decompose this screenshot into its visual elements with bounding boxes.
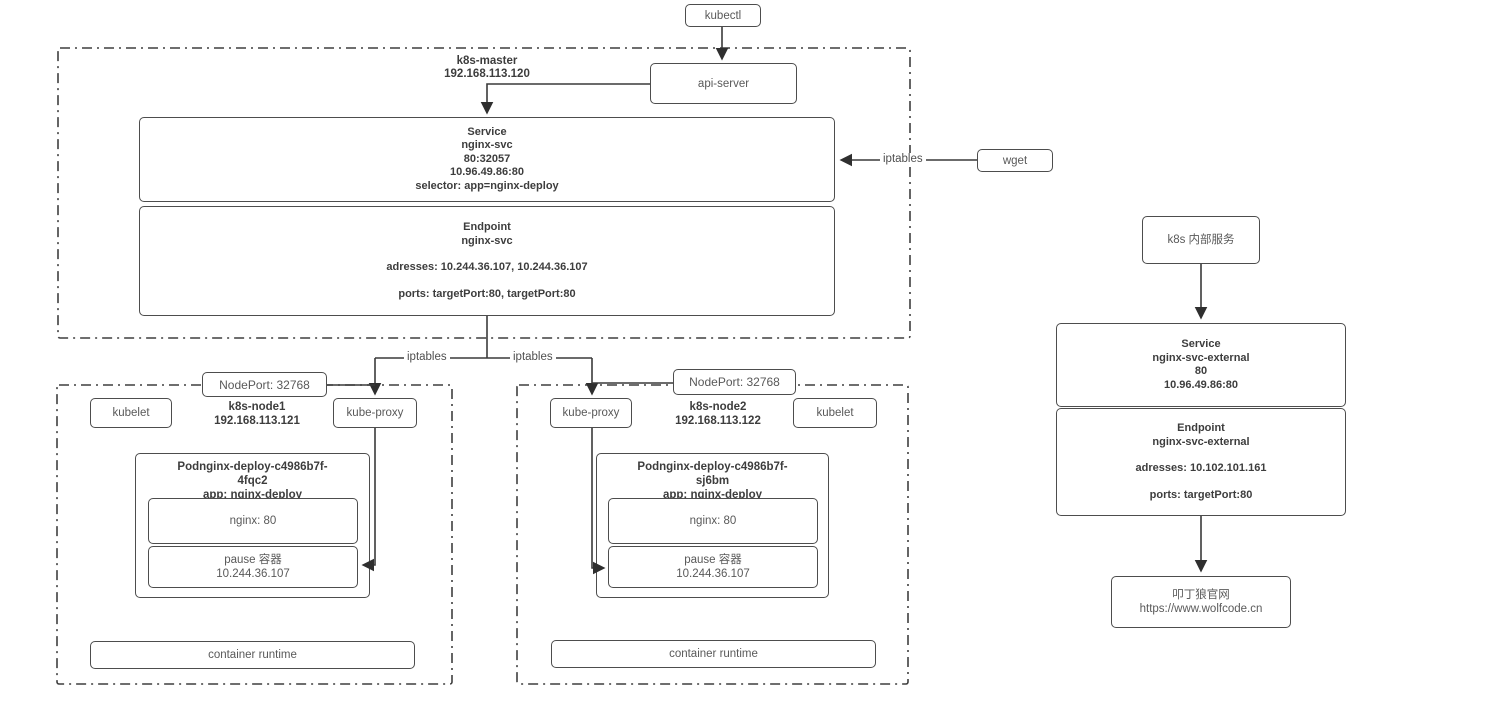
node1-nodeport-box: NodePort: 32768 <box>202 372 327 397</box>
node1-kubelet-box: kubelet <box>90 398 172 428</box>
service-cluster-ip: 10.96.49.86:80 <box>449 166 524 179</box>
k8s-internal-service-label: k8s 内部服务 <box>1167 234 1235 246</box>
wget-label: wget <box>1002 154 1028 167</box>
service-external-cluster-ip: 10.96.49.86:80 <box>1163 378 1238 391</box>
service-port-map: 80:32057 <box>463 152 511 165</box>
node1-container-runtime-box: container runtime <box>90 641 415 669</box>
service-nginx-svc-box: Service nginx-svc 80:32057 10.96.49.86:8… <box>139 117 835 202</box>
endpoint-external-addresses: adresses: 10.102.101.161 <box>1135 462 1267 474</box>
service-selector: selector: app=nginx-deploy <box>415 179 559 192</box>
node1-nginx-label: nginx: 80 <box>229 515 277 527</box>
node2-nginx-label: nginx: 80 <box>689 515 737 527</box>
endpoint-ports: ports: targetPort:80, targetPort:80 <box>398 287 576 300</box>
k8s-node1-group-border <box>56 384 453 685</box>
endpoint-addresses: adresses: 10.244.36.107, 10.244.36.107 <box>386 261 588 273</box>
node2-kube-proxy-box: kube-proxy <box>550 398 632 428</box>
node1-ip: 192.168.113.121 <box>214 415 300 427</box>
node2-container-runtime-label: container runtime <box>669 648 758 660</box>
node1-kube-proxy-box: kube-proxy <box>333 398 417 428</box>
node1-container-runtime-label: container runtime <box>208 649 297 661</box>
node2-nodeport-box: NodePort: 32768 <box>673 369 796 395</box>
node2-nginx-container-box: nginx: 80 <box>608 498 818 544</box>
node1-kube-proxy-label: kube-proxy <box>346 407 404 419</box>
node1-pod-title-line2: 4fqc2 <box>237 475 268 487</box>
service-title: Service <box>467 125 507 138</box>
node2-pod-title-line1: Podnginx-deploy-c4986b7f- <box>637 461 788 473</box>
endpoint-nginx-svc-box: Endpoint nginx-svc adresses: 10.244.36.1… <box>139 206 835 316</box>
node1-nginx-container-box: nginx: 80 <box>148 498 358 544</box>
service-external-box: Service nginx-svc-external 80 10.96.49.8… <box>1056 323 1346 407</box>
kubectl-label: kubectl <box>704 9 742 22</box>
endpoint-name: nginx-svc <box>461 234 513 247</box>
k8s-internal-service-box: k8s 内部服务 <box>1142 216 1260 264</box>
node1-nodeport-label: NodePort: 32768 <box>219 377 310 392</box>
node2-kube-proxy-label: kube-proxy <box>562 407 620 419</box>
node2-container-runtime-box: container runtime <box>551 640 876 668</box>
endpoint-title: Endpoint <box>463 221 511 233</box>
node1-pause-ip: 10.244.36.107 <box>216 568 290 580</box>
api-server-box: api-server <box>650 63 797 104</box>
k8s-master-group-border <box>57 47 911 339</box>
node2-nodeport-label: NodePort: 32768 <box>689 375 780 389</box>
endpoint-external-ports: ports: targetPort:80 <box>1149 488 1253 501</box>
wolfcode-name: 叩丁狼官网 <box>1172 589 1230 601</box>
node2-kubelet-label: kubelet <box>816 407 854 419</box>
k8s-master-name: k8s-master <box>456 55 518 67</box>
node2-title: k8s-node2 192.168.113.122 <box>638 400 798 428</box>
k8s-node2-group-border <box>516 384 909 685</box>
service-external-name: nginx-svc-external <box>1152 351 1250 364</box>
kubectl-box: kubectl <box>685 4 761 27</box>
node2-name: k8s-node2 <box>689 401 747 413</box>
node1-name: k8s-node1 <box>228 401 286 413</box>
endpoint-external-name: nginx-svc-external <box>1152 435 1250 448</box>
node1-title: k8s-node1 192.168.113.121 <box>177 400 337 428</box>
service-external-title: Service <box>1181 338 1221 350</box>
service-external-port: 80 <box>1194 365 1208 377</box>
k8s-master-ip: 192.168.113.120 <box>444 68 530 80</box>
node2-ip: 192.168.113.122 <box>675 415 761 427</box>
wolfcode-website-box: 叩丁狼官网 https://www.wolfcode.cn <box>1111 576 1291 628</box>
endpoint-external-box: Endpoint nginx-svc-external adresses: 10… <box>1056 408 1346 516</box>
node1-pause-name: pause 容器 <box>224 554 282 566</box>
node2-pod-title-line2: sj6bm <box>695 475 730 487</box>
node1-pod-title-line1: Podnginx-deploy-c4986b7f- <box>177 461 328 473</box>
k8s-master-title: k8s-master 192.168.113.120 <box>407 55 567 81</box>
wolfcode-url: https://www.wolfcode.cn <box>1139 603 1263 615</box>
node1-kubelet-label: kubelet <box>112 407 150 419</box>
endpoint-external-title: Endpoint <box>1177 422 1225 434</box>
node2-pause-ip: 10.244.36.107 <box>676 568 750 580</box>
node1-pause-container-box: pause 容器 10.244.36.107 <box>148 546 358 588</box>
wget-box: wget <box>977 149 1053 172</box>
service-name: nginx-svc <box>461 139 513 152</box>
api-server-label: api-server <box>697 77 750 90</box>
node2-kubelet-box: kubelet <box>793 398 877 428</box>
node2-pause-name: pause 容器 <box>684 554 742 566</box>
node2-pause-container-box: pause 容器 10.244.36.107 <box>608 546 818 588</box>
